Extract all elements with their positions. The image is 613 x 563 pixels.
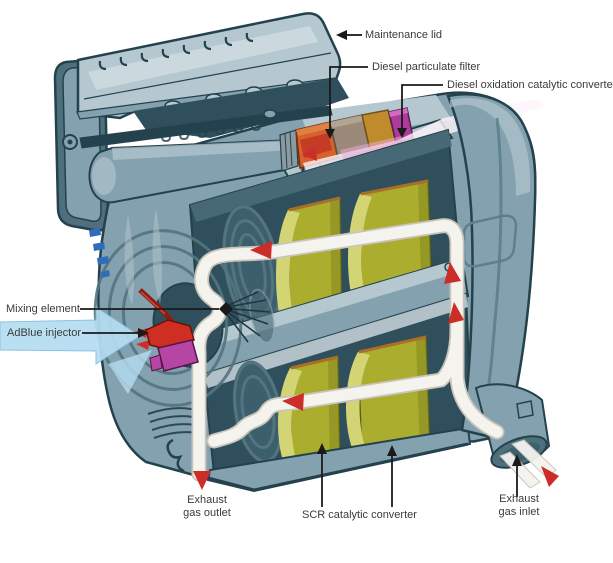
exhaust-gas-inlet-label: Exhaust gas inlet	[479, 493, 559, 519]
adblue-injector-label: AdBlue injector	[7, 327, 81, 339]
flow-arrowheads	[193, 241, 464, 490]
brand-logo-marks	[89, 228, 110, 278]
gas-flow-tubes	[191, 218, 505, 490]
exhaust-gas-outlet-line2: gas outlet	[183, 507, 231, 519]
exhaust-gas-inlet-line2: gas inlet	[498, 506, 540, 518]
vent-slots	[161, 117, 261, 143]
dpf-label: Diesel particulate filter	[372, 61, 481, 73]
injector-bracket	[149, 339, 199, 372]
maintenance-lid-label: Maintenance lid	[365, 29, 443, 41]
doc-label: Diesel oxidation catalytic converter	[447, 79, 613, 91]
exhaust-gas-outlet-label: Exhaust gas outlet	[168, 494, 246, 520]
scr-catalyst-lower-right	[346, 335, 431, 463]
adblue-injection	[0, 288, 199, 394]
exhaust-gas-inlet-line1: Exhaust	[499, 493, 539, 505]
top-flow-arrowhead	[302, 147, 317, 161]
adblue-arrow	[0, 306, 141, 365]
maintenance-lid	[76, 12, 342, 120]
lower-chamber	[202, 292, 474, 479]
hook-clip	[166, 438, 185, 473]
inlet-flow-arrows	[499, 439, 559, 489]
right-end-cap	[444, 93, 537, 440]
exhaust-inlet-pipe	[474, 383, 559, 489]
mixing-element-label: Mixing element	[6, 303, 80, 315]
adblue-spray-cone	[108, 350, 152, 394]
lid-ribs	[98, 32, 254, 71]
dpf-fins	[279, 129, 299, 172]
bottom-rail	[206, 426, 472, 493]
under-lid-area	[62, 78, 452, 204]
label-arrowheads	[138, 30, 522, 466]
label-leaders	[80, 34, 518, 507]
exhaust-gas-outlet-line1: Exhaust	[187, 494, 227, 506]
scr-catalyst-lower-left	[278, 355, 341, 479]
scr-label: SCR catalytic converter	[302, 509, 417, 521]
